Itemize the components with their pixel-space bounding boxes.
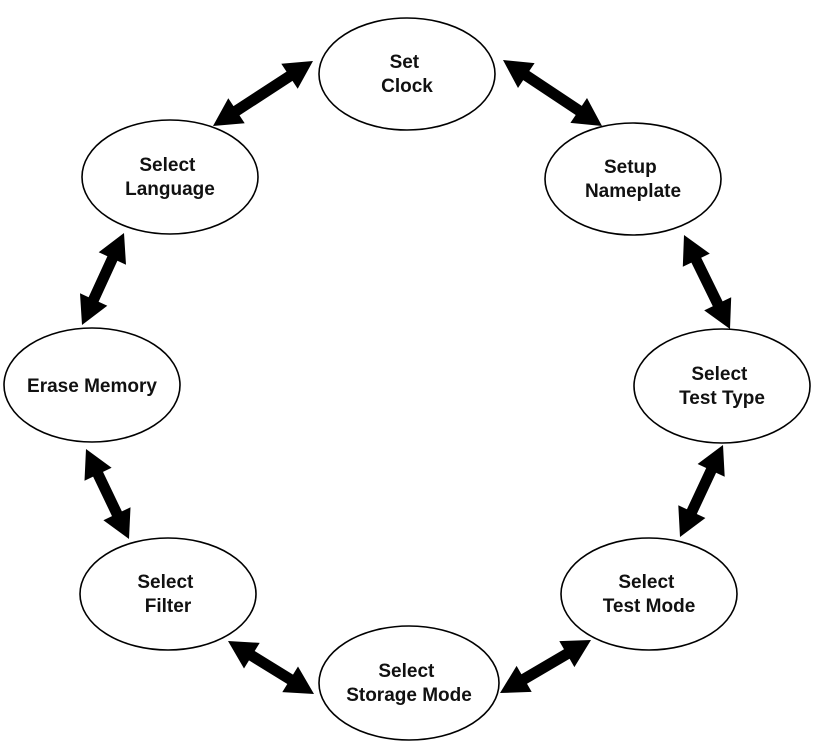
- node-setup-nameplate-label: Setup Nameplate: [585, 157, 681, 202]
- arrow-set-clock-setup-nameplate: [503, 60, 602, 126]
- node-select-filter: Select Filter: [79, 537, 257, 651]
- node-select-test-type-shape: [633, 328, 811, 444]
- arrow-select-language-set-clock: [213, 61, 313, 126]
- arrow-erase-memory-select-language: [80, 233, 126, 325]
- nodes-layer: Set Clock Setup Nameplate Select Test Ty…: [3, 17, 811, 741]
- node-select-language-label: Select Language: [125, 155, 215, 200]
- node-erase-memory: Erase Memory: [3, 327, 181, 443]
- node-erase-memory-label: Erase Memory: [27, 376, 157, 397]
- arrows-layer: [80, 60, 732, 694]
- node-select-storage-mode-label: Select Storage Mode: [346, 661, 472, 706]
- arrow-select-storage-mode-select-filter: [228, 641, 314, 694]
- arrow-select-test-mode-select-storage-mode: [500, 640, 591, 693]
- node-select-filter-label: Select Filter: [137, 572, 198, 617]
- node-select-storage-mode-shape: [318, 625, 500, 741]
- node-select-test-mode: Select Test Mode: [560, 537, 738, 651]
- node-select-test-mode-label: Select Test Mode: [603, 572, 696, 617]
- arrow-select-test-type-select-test-mode: [678, 445, 725, 537]
- node-setup-nameplate-shape: [544, 122, 722, 236]
- arrow-setup-nameplate-select-test-type: [682, 235, 732, 329]
- node-select-storage-mode: Select Storage Mode: [318, 625, 500, 741]
- node-select-test-type: Select Test Type: [633, 328, 811, 444]
- node-select-test-mode-shape: [560, 537, 738, 651]
- node-select-language: Select Language: [81, 119, 259, 235]
- arrow-select-filter-erase-memory: [84, 449, 131, 539]
- node-set-clock: Set Clock: [318, 17, 496, 131]
- node-setup-nameplate: Setup Nameplate: [544, 122, 722, 236]
- node-erase-memory-shape: [3, 327, 181, 443]
- node-set-clock-shape: [318, 17, 496, 131]
- node-set-clock-label: Set Clock: [381, 52, 433, 97]
- node-select-language-shape: [81, 119, 259, 235]
- node-select-filter-shape: [79, 537, 257, 651]
- node-select-test-type-label: Select Test Type: [679, 364, 765, 409]
